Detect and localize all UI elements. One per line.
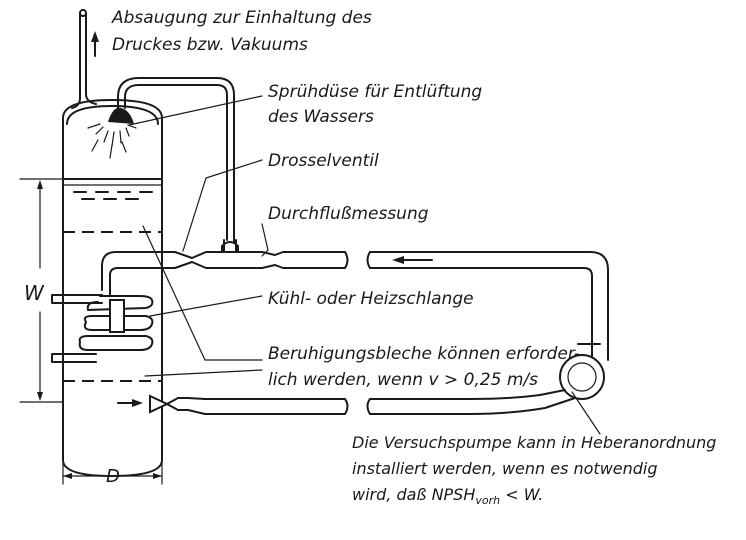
label-spray-1: Sprühdüse für Entlüftung — [268, 82, 482, 102]
flow-arrow-icon — [392, 256, 433, 264]
up-arrow-icon — [91, 31, 99, 57]
label-baffle-1: Beruhigungsbleche können erforder- — [268, 344, 580, 364]
coil — [51, 294, 154, 363]
label-pump-1: Die Versuchspumpe kann in Heberanordnung — [352, 433, 716, 452]
label-coil: Kühl- oder Heizschlange — [268, 289, 474, 309]
dimension-d — [62, 461, 163, 485]
label-pump-3-sub: vorh — [475, 494, 500, 507]
dim-w-label: W — [24, 281, 45, 305]
label-throttle: Drosselventil — [268, 151, 379, 171]
label-flow: Durchflußmessung — [268, 204, 429, 224]
label-baffle-2: lich werden, wenn v > 0,25 m/s — [268, 370, 538, 390]
return-line — [101, 239, 609, 361]
suction-pipe — [71, 9, 97, 109]
leader-lines — [128, 95, 601, 435]
label-pump-2: installiert werden, wenn es notwendig — [352, 459, 658, 478]
inflow-arrow-icon — [117, 399, 143, 407]
label-pump-3-pre: wird, daß NPSH — [352, 485, 475, 504]
label-pump-3-post: < W. — [500, 485, 543, 504]
label-pump-3: wird, daß NPSHvorh < W. — [352, 485, 543, 507]
pump — [469, 354, 605, 415]
spray-nozzle — [87, 77, 235, 243]
label-suction-2: Druckes bzw. Vakuums — [112, 35, 308, 55]
suction-line — [149, 394, 471, 415]
dimension-w — [19, 178, 64, 403]
vessel — [62, 99, 163, 477]
dim-d-label: D — [106, 466, 120, 487]
label-spray-2: des Wassers — [268, 107, 374, 127]
label-suction-1: Absaugung zur Einhaltung des — [111, 8, 372, 28]
